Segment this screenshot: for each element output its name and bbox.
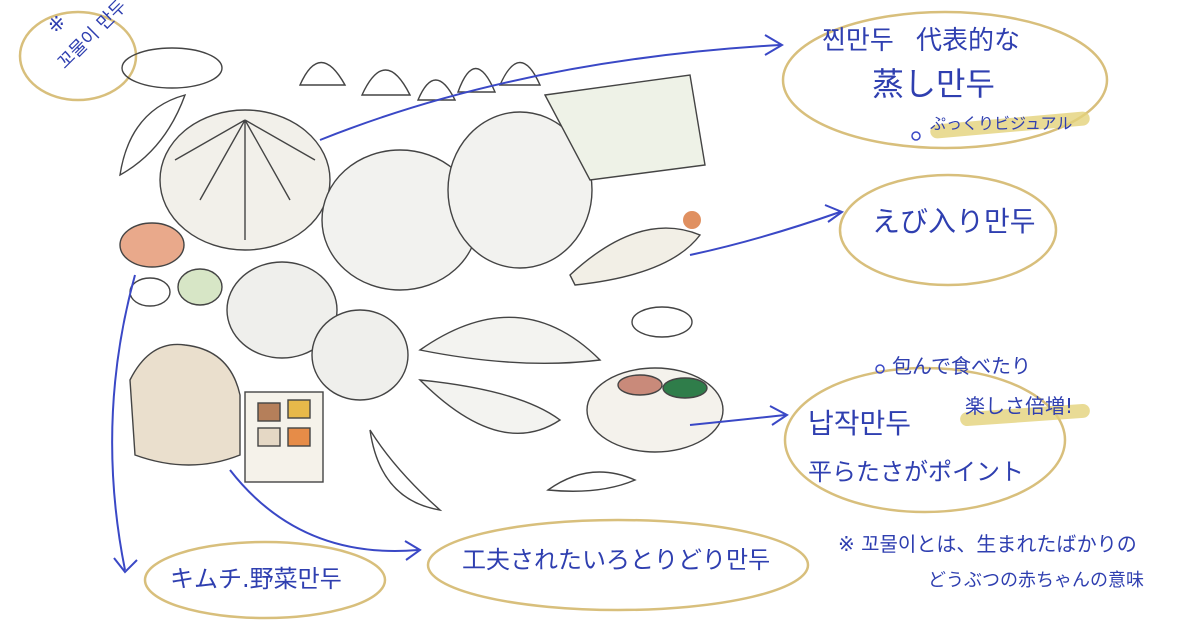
arrow-to-ebi bbox=[689, 211, 841, 256]
arrowhead-colorful bbox=[404, 540, 422, 561]
highlight-jjin-note bbox=[930, 111, 1090, 139]
highlight-napjak-note bbox=[960, 403, 1090, 427]
bun-large-right bbox=[447, 111, 593, 269]
napjak-mandu-jp: 平らたさがポイント bbox=[808, 458, 1024, 486]
jjin-mandu-jp-line2: 蒸し만두 bbox=[872, 65, 995, 103]
colorful-cell-2 bbox=[287, 399, 311, 419]
flat-mandu-small bbox=[631, 306, 693, 338]
sauce-dish-green bbox=[177, 268, 223, 306]
dumpling-half-moon-2 bbox=[546, 471, 637, 492]
arrowhead-jjin bbox=[764, 34, 784, 56]
shrimp-tail bbox=[683, 211, 701, 229]
bullet-napjak-note bbox=[875, 364, 885, 374]
jjin-mandu-ko: 찐만두 bbox=[822, 26, 894, 56]
kimchi-mandu-basket bbox=[129, 343, 241, 466]
napjak-topping-greens bbox=[662, 377, 708, 399]
colorful-mandu-box bbox=[244, 391, 324, 483]
dumpling-pleated-4 bbox=[457, 68, 497, 93]
sauce-dish-white bbox=[129, 277, 171, 307]
footnote-line1: ※ 꼬물이とは、生まれたばかりの bbox=[838, 532, 1137, 556]
napjak-note-line1: 包んで食べたり bbox=[892, 354, 1031, 378]
colorful-cell-1 bbox=[257, 402, 281, 422]
jjin-mandu-jp-line1: 代表的な bbox=[916, 26, 1021, 56]
ebi-mandu-label: えび入り만두 bbox=[872, 205, 1036, 238]
napjak-note-line2: 楽しさ倍増! bbox=[965, 394, 1074, 418]
label-outline-kimchi bbox=[143, 540, 387, 620]
colorful-mandu-label: 工夫されたいろとりどり만두 bbox=[462, 546, 771, 574]
dumpling-small-top-left bbox=[121, 47, 223, 89]
kimchi-mandu-label: キムチ.野菜만두 bbox=[170, 565, 342, 593]
napjak-topping-meat bbox=[617, 374, 663, 396]
dumpling-pleated-3 bbox=[416, 79, 457, 101]
dumpling-half-moon-1 bbox=[369, 429, 443, 512]
arrow-to-colorful bbox=[229, 469, 419, 552]
label-outline-ebi bbox=[838, 173, 1058, 287]
arrow-to-napjak bbox=[689, 414, 786, 426]
colorful-cell-3 bbox=[257, 427, 281, 447]
arrow-to-jjin bbox=[319, 44, 781, 141]
dumpling-pleated-5 bbox=[498, 62, 542, 86]
arrowhead-ebi bbox=[824, 204, 845, 223]
label-outline-jjin bbox=[781, 10, 1109, 150]
xiaolongbao-pleats bbox=[174, 119, 316, 240]
label-outline-corner bbox=[18, 10, 138, 102]
dumpling-leaf-left bbox=[119, 93, 187, 177]
flat-mandu-1 bbox=[418, 316, 602, 365]
corner-note-mark: ※ bbox=[48, 12, 65, 36]
dumpling-pleated-2 bbox=[360, 69, 412, 96]
dumpling-twist-1 bbox=[226, 261, 338, 359]
sauce-dish-red bbox=[119, 222, 185, 268]
jjin-mandu-title: 찐만두 代表的な bbox=[822, 28, 1020, 54]
label-outline-colorful bbox=[426, 518, 810, 612]
flat-mandu-2 bbox=[418, 379, 562, 434]
dumpling-shrimp bbox=[569, 227, 702, 286]
dumpling-pleated-1 bbox=[298, 61, 347, 86]
jjin-mandu-note: ぷっくりビジュアル bbox=[930, 114, 1073, 133]
arrowhead-napjak bbox=[769, 405, 789, 426]
dumpling-green-wrap bbox=[543, 74, 706, 181]
arrow-to-kimchi bbox=[111, 274, 136, 571]
colorful-cell-4 bbox=[287, 427, 311, 447]
bullet-jjin-note bbox=[911, 131, 921, 141]
footnote-line2: どうぶつの赤ちゃんの意味 bbox=[928, 570, 1144, 591]
dumpling-twist-2 bbox=[311, 309, 409, 401]
napjak-mandu-ko: 납작만두 bbox=[808, 407, 912, 440]
arrowhead-kimchi bbox=[113, 557, 138, 574]
label-outline-napjak bbox=[783, 366, 1067, 514]
